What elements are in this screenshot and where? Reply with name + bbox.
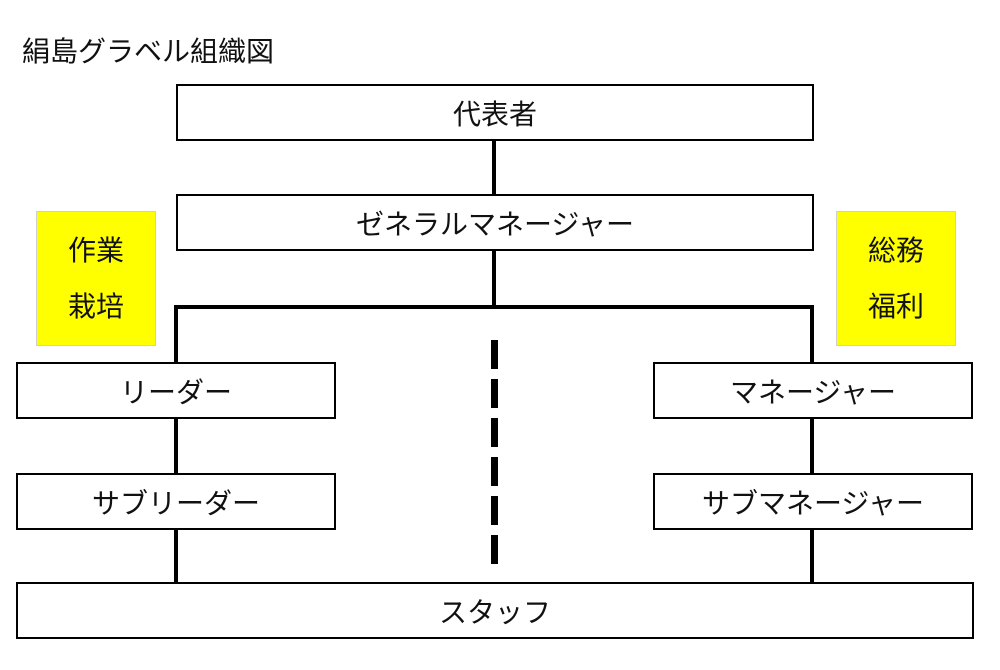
- chart-title: 絹島グラベル組織図: [22, 35, 275, 68]
- connector-subleader-staff: [174, 528, 178, 583]
- sub-manager-label: サブマネージャー: [701, 486, 925, 520]
- connector-leader-subleader: [174, 417, 178, 474]
- note-left-line-2: 栽培: [67, 289, 124, 323]
- connector-representative-gm: [492, 139, 496, 195]
- connector-manager-submanager: [810, 417, 814, 474]
- dash-segment: [491, 496, 498, 525]
- representative-label: 代表者: [452, 97, 537, 131]
- note-right-line-2: 福利: [867, 289, 924, 323]
- leader-box: リーダー: [16, 362, 336, 419]
- note-right-line-1: 総務: [867, 233, 924, 267]
- connector-branch-horizontal: [174, 305, 814, 309]
- connector-gm-branch: [492, 250, 496, 307]
- dash-segment: [491, 340, 498, 369]
- staff-box: スタッフ: [16, 582, 974, 639]
- sub-manager-box: サブマネージャー: [653, 473, 973, 530]
- note-left: 作業 栽培: [36, 211, 156, 346]
- note-left-line-1: 作業: [67, 233, 124, 267]
- representative-box: 代表者: [176, 84, 814, 141]
- general-manager-label: ゼネラルマネージャー: [355, 207, 635, 241]
- manager-box: マネージャー: [653, 362, 973, 419]
- general-manager-box: ゼネラルマネージャー: [176, 194, 814, 251]
- leader-label: リーダー: [119, 375, 232, 409]
- connector-left-down: [174, 305, 178, 363]
- note-right: 総務 福利: [836, 211, 956, 346]
- sub-leader-box: サブリーダー: [16, 473, 336, 530]
- sub-leader-label: サブリーダー: [91, 486, 260, 520]
- dash-segment: [491, 418, 498, 447]
- staff-label: スタッフ: [438, 595, 551, 629]
- dash-segment: [491, 457, 498, 486]
- dash-segment: [491, 379, 498, 408]
- manager-label: マネージャー: [729, 375, 897, 409]
- connector-submanager-staff: [810, 528, 814, 583]
- connector-right-down: [810, 305, 814, 363]
- dash-segment: [491, 535, 498, 564]
